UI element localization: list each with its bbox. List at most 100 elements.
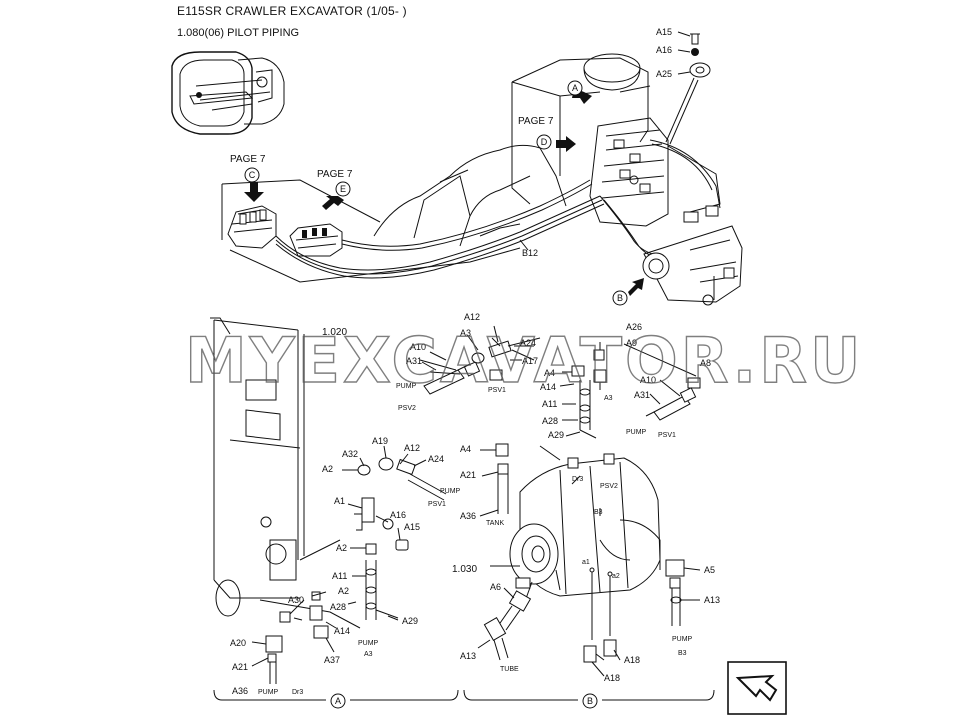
label-a28-left: A28 bbox=[330, 602, 346, 612]
label-a8: A8 bbox=[700, 358, 711, 368]
label-a3-mid: A3 bbox=[460, 328, 471, 338]
label-b3-pump: B3 bbox=[594, 509, 603, 516]
label-psv1-mid: PSV1 bbox=[488, 387, 506, 394]
label-a14-left: A14 bbox=[334, 626, 350, 636]
label-a29-left: A29 bbox=[402, 616, 418, 626]
label-a2-left-c: A2 bbox=[338, 586, 349, 596]
label-a2-pump: a2 bbox=[612, 573, 620, 580]
ref-circle-e bbox=[335, 181, 351, 197]
ref-circle-b bbox=[612, 290, 628, 306]
label-a37: A37 bbox=[324, 655, 340, 665]
ref-circle-d-label: D bbox=[541, 137, 548, 147]
label-a36-left: A36 bbox=[232, 686, 248, 696]
label-pump-b3: PUMP bbox=[672, 636, 693, 643]
upper-assembly bbox=[221, 53, 743, 306]
top-right-parts bbox=[677, 31, 711, 78]
label-a4-a3: A4 bbox=[544, 368, 555, 378]
ref-page7-mid: PAGE 7 bbox=[317, 169, 353, 180]
label-a2-left-b: A2 bbox=[336, 543, 347, 553]
label-1030: 1.030 bbox=[452, 564, 477, 575]
label-pump-left-3: PUMP bbox=[258, 689, 279, 696]
label-a29-a3: A29 bbox=[548, 430, 564, 440]
label-a12-left: A12 bbox=[404, 443, 420, 453]
label-a15-top: A15 bbox=[656, 27, 672, 37]
label-pump-left: PUMP bbox=[440, 488, 461, 495]
page-subtitle: 1.080(06) PILOT PIPING bbox=[177, 27, 300, 39]
label-a13-tube: A13 bbox=[460, 651, 476, 661]
label-a10-psv2: A10 bbox=[410, 342, 426, 352]
footer-circle-b bbox=[582, 693, 598, 709]
footer-circle-a bbox=[330, 693, 346, 709]
frame-lower-left bbox=[210, 317, 361, 629]
label-dr3-pump: Dr3 bbox=[572, 476, 583, 483]
label-a24-left: A24 bbox=[428, 454, 444, 464]
label-a18-bottom: A18 bbox=[604, 673, 620, 683]
label-a1-left: A1 bbox=[334, 496, 345, 506]
footer-circle-a-label: A bbox=[335, 696, 341, 706]
ref-circle-d bbox=[536, 134, 552, 150]
label-a16-top: A16 bbox=[656, 45, 672, 55]
label-psv1-left: PSV1 bbox=[428, 501, 446, 508]
psv1-mid-parts bbox=[471, 325, 541, 381]
next-page-button[interactable] bbox=[727, 661, 787, 715]
label-a17: A17 bbox=[522, 356, 538, 366]
label-a30: A30 bbox=[288, 595, 304, 605]
label-a13-b3: A13 bbox=[704, 595, 720, 605]
label-a31-right: A31 bbox=[634, 390, 650, 400]
tank-assembly bbox=[490, 443, 509, 514]
label-a36-tank: A36 bbox=[460, 511, 476, 521]
label-a5: A5 bbox=[704, 565, 715, 575]
fittings-a18 bbox=[583, 567, 617, 663]
ref-circle-a-label: A bbox=[572, 83, 578, 93]
label-a21-tank: A21 bbox=[460, 470, 476, 480]
label-dr3-left: Dr3 bbox=[292, 689, 303, 696]
psv1-right-assembly bbox=[645, 377, 701, 421]
label-psv2: PSV2 bbox=[398, 405, 416, 412]
label-a26: A26 bbox=[626, 322, 642, 332]
label-a10-right: A10 bbox=[640, 375, 656, 385]
label-a20: A20 bbox=[230, 638, 246, 648]
label-a31-psv2: A31 bbox=[406, 356, 422, 366]
label-psv2-pump: PSV2 bbox=[600, 483, 618, 490]
label-a12-mid: A12 bbox=[464, 312, 480, 322]
label-a19: A19 bbox=[372, 436, 388, 446]
label-a14-a3: A14 bbox=[540, 382, 556, 392]
label-a18-right: A18 bbox=[624, 655, 640, 665]
footer-braces: A B bbox=[213, 689, 715, 709]
label-tube: TUBE bbox=[500, 666, 519, 673]
label-a4-tank: A4 bbox=[460, 444, 471, 454]
label-a3-group: A3 bbox=[604, 395, 613, 402]
leader-lines bbox=[251, 239, 701, 677]
main-pump bbox=[490, 445, 661, 605]
label-a11-left: A11 bbox=[332, 571, 347, 581]
part-labels: PAGE 7 PAGE 7 PAGE 7 C E A D B B12 1.020… bbox=[230, 27, 720, 696]
label-pump-psv2: PUMP bbox=[396, 383, 417, 390]
b3-assembly bbox=[665, 559, 685, 626]
label-a1-pump: a1 bbox=[582, 559, 590, 566]
left-lower-assembly bbox=[265, 457, 447, 684]
ref-circle-a bbox=[567, 80, 583, 96]
machine-thumbnail bbox=[171, 51, 285, 135]
label-a24-mid: A24 bbox=[520, 338, 536, 348]
ref-page7-top: PAGE 7 bbox=[518, 116, 554, 127]
label-pump-right: PUMP bbox=[626, 429, 647, 436]
watermark-text: MYEXCAVATOR.RU bbox=[185, 324, 863, 397]
label-a32: A32 bbox=[342, 449, 358, 459]
label-b3: B3 bbox=[678, 650, 687, 657]
ref-circle-b-label: B bbox=[617, 293, 623, 303]
next-page-arrow-icon bbox=[735, 674, 778, 702]
label-a3-left: A3 bbox=[364, 651, 373, 658]
label-a15-left: A15 bbox=[404, 522, 420, 532]
label-b12: B12 bbox=[522, 248, 538, 258]
label-a25: A25 bbox=[656, 69, 672, 79]
label-tank: TANK bbox=[486, 520, 504, 527]
page-title: E115SR CRAWLER EXCAVATOR (1/05- ) bbox=[177, 4, 407, 18]
label-a9: A9 bbox=[626, 338, 637, 348]
psv2-assembly bbox=[419, 359, 481, 395]
ref-page7-left: PAGE 7 bbox=[230, 154, 266, 165]
ref-circle-e-label: E bbox=[340, 184, 346, 194]
label-psv1-right: PSV1 bbox=[658, 432, 676, 439]
label-a16-left: A16 bbox=[390, 510, 406, 520]
